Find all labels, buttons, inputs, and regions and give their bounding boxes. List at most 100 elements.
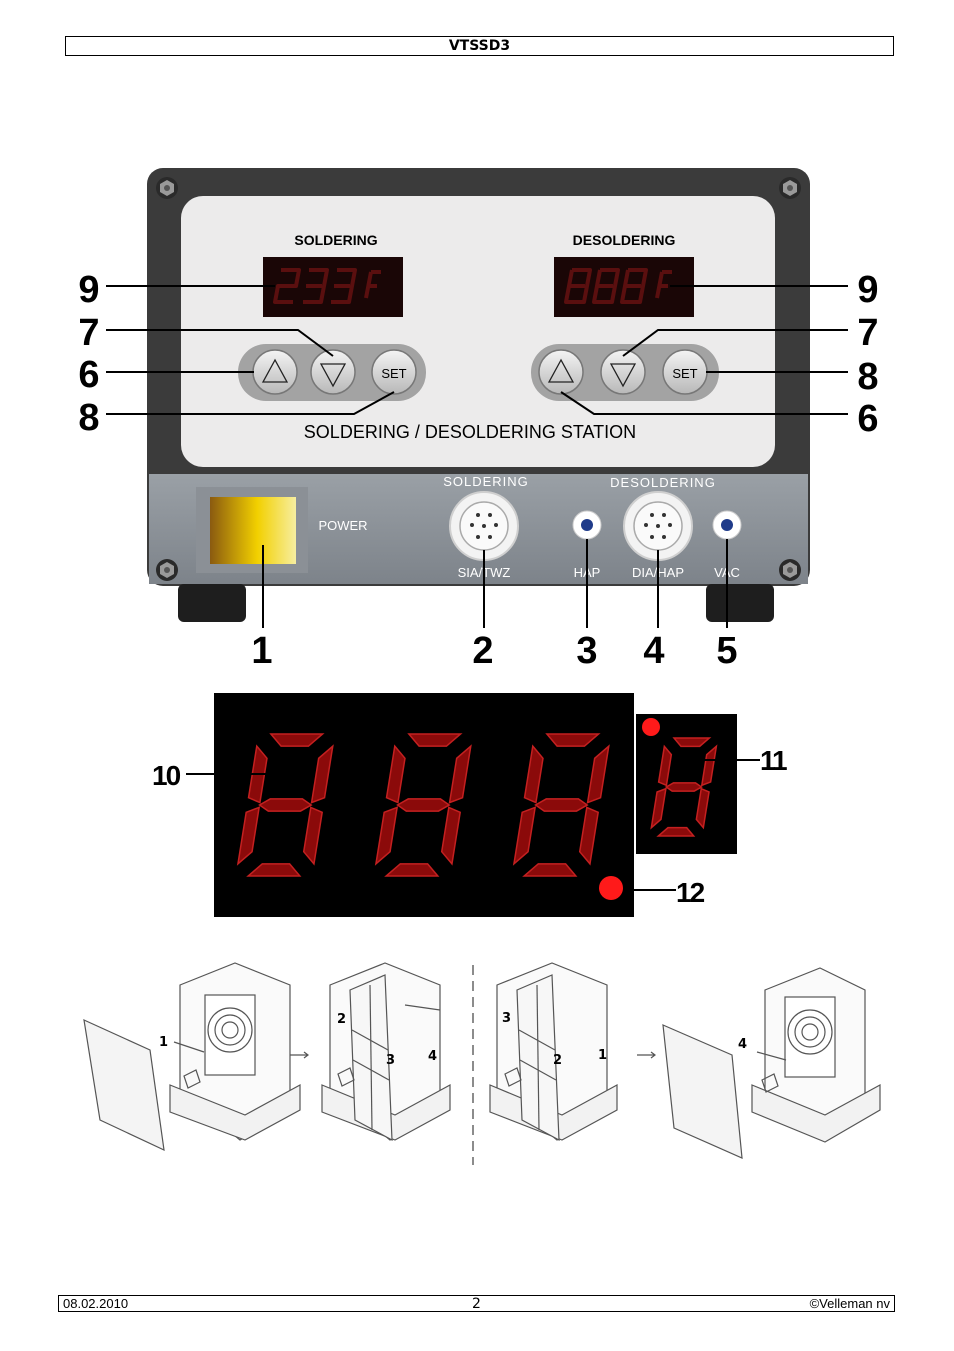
- callout-9-right: 9: [857, 269, 878, 311]
- soldering-display: [263, 257, 403, 317]
- soldering-connector-label: SOLDERING: [443, 474, 529, 489]
- digit-4-segment-a: [672, 737, 712, 748]
- right-foot: [706, 584, 774, 622]
- digit-2-segment-d: [384, 863, 440, 877]
- digit-4-segment-gg: [664, 782, 703, 792]
- step-3-illustration: [489, 962, 618, 1142]
- digit-4-segment-c: [695, 787, 710, 830]
- callout-6-right: 6: [857, 398, 878, 440]
- desoldering-up-button[interactable]: [538, 349, 584, 395]
- power-label: POWER: [318, 518, 367, 533]
- digit-3-segment-b: [586, 744, 610, 804]
- step2-label-2: 2: [337, 1012, 346, 1027]
- seven-segment-digits: [236, 733, 718, 877]
- digit-1-segment-e: [236, 806, 261, 866]
- callout-4: 4: [643, 630, 664, 672]
- step3-label-2: 2: [553, 1053, 562, 1068]
- indicator-dot: [642, 718, 660, 736]
- soldering-down-button[interactable]: [310, 349, 356, 395]
- filter-replacement-steps: [83, 962, 881, 1165]
- left-foot: [178, 584, 246, 622]
- hot-air-jack[interactable]: [572, 510, 602, 540]
- up-arrow-icon: [547, 358, 575, 383]
- screw-icon: [156, 177, 178, 199]
- soldering-label: SOLDERING: [294, 232, 377, 248]
- digit-3-segment-f: [523, 744, 544, 804]
- digit-4-segment-e: [650, 787, 667, 830]
- callout-8-right: 8: [857, 356, 878, 398]
- decimal-dot: [599, 876, 623, 900]
- callout-3: 3: [576, 630, 597, 672]
- digit-2-segment-f: [385, 744, 406, 804]
- footer-date: 08.02.2010: [63, 1296, 129, 1311]
- down-arrow-icon: [319, 363, 347, 388]
- set-label: SET: [672, 366, 697, 381]
- callout-7-right: 7: [857, 312, 878, 354]
- step-4-illustration: [662, 967, 881, 1159]
- step2-label-3: 3: [386, 1053, 395, 1068]
- digit-1-segment-a: [269, 733, 325, 747]
- digit-1-segment-d: [246, 863, 302, 877]
- digit-1-segment-c: [302, 806, 324, 866]
- station-title: SOLDERING / DESOLDERING STATION: [304, 422, 636, 442]
- digit-3-segment-d: [522, 863, 578, 877]
- digit-4-segment-f: [657, 744, 673, 787]
- soldering-set-button[interactable]: SET: [371, 349, 417, 395]
- digit-3-segment-a: [545, 733, 601, 747]
- digit-2-segment-a: [407, 733, 463, 747]
- step1-label-1: 1: [159, 1035, 168, 1050]
- station-front-panel: SOLDERING DESOLDERING: [78, 168, 879, 672]
- page-header: VTSSD3: [65, 36, 894, 56]
- digit-2-segment-b: [448, 744, 472, 804]
- digit-4-segment-d: [656, 826, 696, 837]
- callout-2: 2: [472, 630, 493, 672]
- display-detail: 10 11 12: [152, 693, 789, 917]
- desoldering-set-button[interactable]: SET: [662, 349, 708, 395]
- desoldering-connector-label: DESOLDERING: [610, 475, 716, 490]
- step2-label-4: 4: [428, 1049, 437, 1064]
- header-title: VTSSD3: [448, 38, 511, 54]
- callout-9-left: 9: [78, 269, 99, 311]
- up-arrow-icon: [261, 358, 289, 383]
- digit-2-segment-gg: [396, 798, 451, 812]
- step4-label-4: 4: [738, 1037, 747, 1052]
- digit-4-segment-b: [700, 744, 718, 787]
- callout-7-left: 7: [78, 312, 99, 354]
- screw-icon: [779, 177, 801, 199]
- digit-1-segment-gg: [258, 798, 313, 812]
- screw-icon: [156, 559, 178, 581]
- soldering-iron-socket[interactable]: [449, 491, 519, 561]
- digit-2-segment-c: [440, 806, 462, 866]
- desoldering-socket[interactable]: [623, 491, 693, 561]
- digit-3-segment-gg: [534, 798, 589, 812]
- step3-label-1: 1: [598, 1048, 607, 1063]
- callout-12: 12: [676, 877, 705, 908]
- screw-icon: [779, 559, 801, 581]
- page-footer: 08.02.2010 2 ©Velleman nv: [58, 1295, 895, 1312]
- callout-1: 1: [251, 630, 272, 672]
- callout-6-left: 6: [78, 354, 99, 396]
- display-callout-lines: [186, 759, 760, 891]
- footer-copyright: ©Velleman nv: [809, 1296, 890, 1311]
- callout-8-left: 8: [78, 397, 99, 439]
- step3-label-3: 3: [502, 1011, 511, 1026]
- soldering-up-button[interactable]: [252, 349, 298, 395]
- desoldering-down-button[interactable]: [600, 349, 646, 395]
- set-label: SET: [381, 366, 406, 381]
- digit-2-segment-e: [374, 806, 399, 866]
- callout-5: 5: [716, 630, 737, 672]
- callout-lines: [106, 285, 848, 628]
- power-switch[interactable]: [210, 497, 296, 564]
- down-arrow-icon: [609, 363, 637, 388]
- step-2-illustration: [321, 962, 451, 1142]
- footer-page-number: 2: [472, 1296, 481, 1312]
- desoldering-label: DESOLDERING: [573, 232, 676, 248]
- digit-3-segment-e: [512, 806, 537, 866]
- digit-1-segment-b: [310, 744, 334, 804]
- callout-11: 11: [760, 745, 787, 776]
- digit-3-segment-c: [578, 806, 600, 866]
- vacuum-jack[interactable]: [712, 510, 742, 540]
- step-1-illustration: [83, 962, 301, 1152]
- callout-10: 10: [152, 760, 181, 791]
